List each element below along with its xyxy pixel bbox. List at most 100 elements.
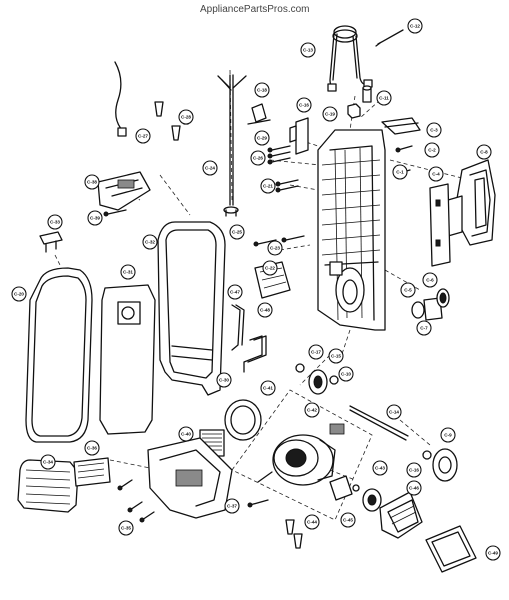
callout-c-44: C-44: [304, 514, 320, 530]
callout-c-8: C-8: [476, 144, 492, 160]
callout-c-15: C-15: [328, 348, 344, 364]
callout-c-46: C-46: [406, 480, 422, 496]
motor: [257, 423, 345, 486]
svg-text:C-22: C-22: [265, 266, 275, 271]
main-housing: [317, 129, 386, 331]
svg-text:C-38: C-38: [87, 180, 97, 185]
label-plate: [73, 457, 111, 487]
svg-text:C-44: C-44: [307, 520, 317, 525]
svg-text:C-40: C-40: [181, 432, 191, 437]
svg-text:C-37: C-37: [227, 504, 237, 509]
callout-c-42: C-42: [304, 402, 320, 418]
callout-c-29: C-29: [254, 130, 270, 146]
callout-c-22: C-22: [262, 260, 278, 276]
svg-text:C-16: C-16: [299, 103, 309, 108]
callout-c-39: C-39: [87, 210, 103, 226]
drive-shaft: [349, 405, 409, 441]
callout-c-25: C-25: [229, 224, 245, 240]
callout-c-6: C-6: [422, 272, 438, 288]
callout-c-12: C-12: [407, 18, 423, 34]
svg-text:C-13: C-13: [303, 48, 313, 53]
callout-c-5: C-5: [400, 282, 416, 298]
callout-c-49: C-49: [485, 545, 501, 561]
callout-c-27: C-27: [135, 128, 151, 144]
callout-c-36: C-36: [84, 440, 100, 456]
callout-c-11: C-11: [376, 90, 392, 106]
callout-c-24: C-24: [202, 160, 218, 176]
svg-text:C-8: C-8: [480, 150, 488, 155]
svg-text:C-4: C-4: [432, 172, 440, 177]
svg-text:C-32: C-32: [145, 240, 155, 245]
callout-c-23: C-23: [267, 240, 283, 256]
bag-door-latch: [97, 171, 151, 211]
cord-hook-rod: [217, 74, 247, 217]
handle-bracket: [381, 117, 421, 135]
svg-text:C-16: C-16: [409, 468, 419, 473]
svg-text:C-35: C-35: [121, 526, 131, 531]
callout-c-9: C-9: [440, 427, 456, 443]
svg-text:C-46: C-46: [409, 486, 419, 491]
svg-text:C-42: C-42: [307, 408, 317, 413]
fan-parts: [329, 475, 382, 512]
wire-nuts-lower: [285, 519, 303, 549]
switch-cube: [347, 103, 361, 119]
svg-text:C-45: C-45: [343, 518, 353, 523]
bag-latch: [39, 231, 63, 253]
callout-c-47: C-47: [227, 284, 243, 300]
svg-text:C-29: C-29: [257, 136, 267, 141]
callout-c-40: C-40: [178, 426, 194, 442]
cord-clip: [247, 103, 271, 125]
svg-text:C-27: C-27: [138, 134, 148, 139]
hose-guide: [447, 159, 496, 246]
cord-hooks: [231, 304, 267, 373]
svg-text:C-19: C-19: [325, 112, 335, 117]
svg-text:C-28: C-28: [181, 115, 191, 120]
mounting-plate: [429, 183, 451, 267]
svg-text:C-34: C-34: [43, 460, 53, 465]
cord-hook-screw: [375, 29, 404, 47]
callout-c-45: C-45: [340, 512, 356, 528]
callout-c-48: C-48: [257, 302, 273, 318]
svg-text:C-18: C-18: [257, 88, 267, 93]
switch-post: [362, 85, 372, 103]
svg-text:C-5: C-5: [404, 288, 412, 293]
callout-c-33: C-33: [47, 214, 63, 230]
svg-text:C-17: C-17: [311, 350, 321, 355]
callout-c-18: C-18: [254, 82, 270, 98]
callout-c-28: C-28: [178, 109, 194, 125]
svg-text:C-48: C-48: [260, 308, 270, 313]
callout-c-13: C-13: [300, 42, 316, 58]
rear-wheel: [422, 448, 458, 482]
dust-bag: [99, 284, 156, 435]
svg-text:C-39: C-39: [90, 216, 100, 221]
svg-text:C-6: C-6: [426, 278, 434, 283]
bag-frame: [157, 221, 226, 396]
switch-bracket: [289, 117, 309, 155]
callout-c-3: C-3: [426, 122, 442, 138]
svg-text:C-10: C-10: [341, 372, 351, 377]
callout-c-10: C-10: [338, 366, 354, 382]
screws-group-c: [253, 235, 305, 247]
callout-c-16b: C-16: [406, 462, 422, 478]
svg-text:C-23: C-23: [270, 246, 280, 251]
svg-text:C-14: C-14: [389, 410, 399, 415]
svg-text:C-30: C-30: [219, 378, 229, 383]
watermark-text: AppliancePartsPros.com: [200, 4, 310, 15]
svg-text:C-33: C-33: [50, 220, 60, 225]
svg-text:C-49: C-49: [488, 551, 498, 556]
callout-c-2: C-2: [424, 142, 440, 158]
svg-text:C-9: C-9: [444, 433, 452, 438]
fan-impeller: [379, 491, 423, 539]
svg-text:C-26: C-26: [253, 156, 263, 161]
front-cover: [25, 267, 93, 443]
callout-c-30: C-30: [216, 372, 232, 388]
callout-c-20: C-20: [11, 286, 27, 302]
svg-text:C-20: C-20: [14, 292, 24, 297]
callout-c-35: C-35: [118, 520, 134, 536]
callout-c-14: C-14: [386, 404, 402, 420]
power-cord: [327, 25, 373, 92]
callout-c-31: C-31: [120, 264, 136, 280]
svg-text:C-15: C-15: [331, 354, 341, 359]
callout-c-37: C-37: [224, 498, 240, 514]
svg-text:C-41: C-41: [263, 386, 273, 391]
